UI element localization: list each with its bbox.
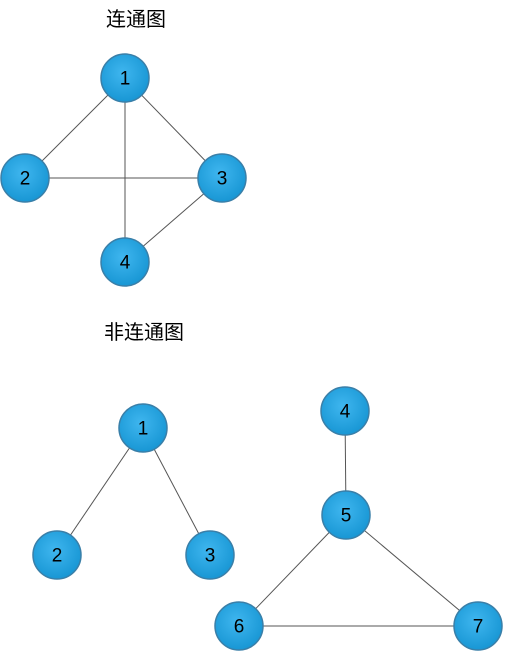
- disconnected-node-1: 1: [118, 403, 168, 453]
- disconnected-node-circle: [320, 386, 370, 436]
- disconnected-node-label: 2: [52, 546, 63, 567]
- disconnected-node-5: 5: [321, 490, 371, 540]
- disconnected-node-circle: [32, 530, 82, 580]
- disconnected-node-3: 3: [185, 530, 235, 580]
- connected-node-label: 1: [120, 69, 131, 90]
- disconnected-node-label: 7: [473, 617, 484, 638]
- disconnected-edge-d5-d6: [238, 514, 347, 627]
- connected-node-2: 2: [0, 153, 50, 203]
- disconnected-graph-title: 非连通图: [104, 320, 184, 344]
- connected-node-circle: [0, 153, 50, 203]
- disconnected-node-circle: [321, 490, 371, 540]
- disconnected-edge-d1-d2: [56, 427, 144, 556]
- connected-node-4: 4: [100, 237, 150, 287]
- connected-node-label: 3: [217, 169, 228, 190]
- connected-node-circle: [100, 237, 150, 287]
- disconnected-node-label: 3: [205, 546, 216, 567]
- disconnected-node-label: 5: [341, 506, 352, 527]
- disconnected-edge-d5-d7: [345, 514, 479, 627]
- disconnected-graph-edges: [56, 410, 479, 627]
- disconnected-node-4: 4: [320, 386, 370, 436]
- connected-node-circle: [197, 153, 247, 203]
- disconnected-node-circle: [185, 530, 235, 580]
- connected-node-3: 3: [197, 153, 247, 203]
- connected-node-label: 4: [120, 253, 131, 274]
- connected-graph-edges: [24, 77, 223, 263]
- connected-node-circle: [100, 53, 150, 103]
- connected-graph-title: 连通图: [106, 7, 166, 31]
- disconnected-node-label: 6: [234, 617, 245, 638]
- connected-node-label: 2: [20, 169, 31, 190]
- connected-graph-nodes: 1 2 3 4: [0, 53, 247, 287]
- connected-node-1: 1: [100, 53, 150, 103]
- disconnected-node-circle: [453, 601, 503, 651]
- disconnected-node-label: 1: [138, 419, 149, 440]
- disconnected-node-7: 7: [453, 601, 503, 651]
- disconnected-graph-nodes: 1 2 3 4 5 6 7: [32, 386, 503, 651]
- disconnected-node-circle: [214, 601, 264, 651]
- disconnected-node-circle: [118, 403, 168, 453]
- disconnected-node-label: 4: [340, 402, 351, 423]
- disconnected-node-6: 6: [214, 601, 264, 651]
- disconnected-node-2: 2: [32, 530, 82, 580]
